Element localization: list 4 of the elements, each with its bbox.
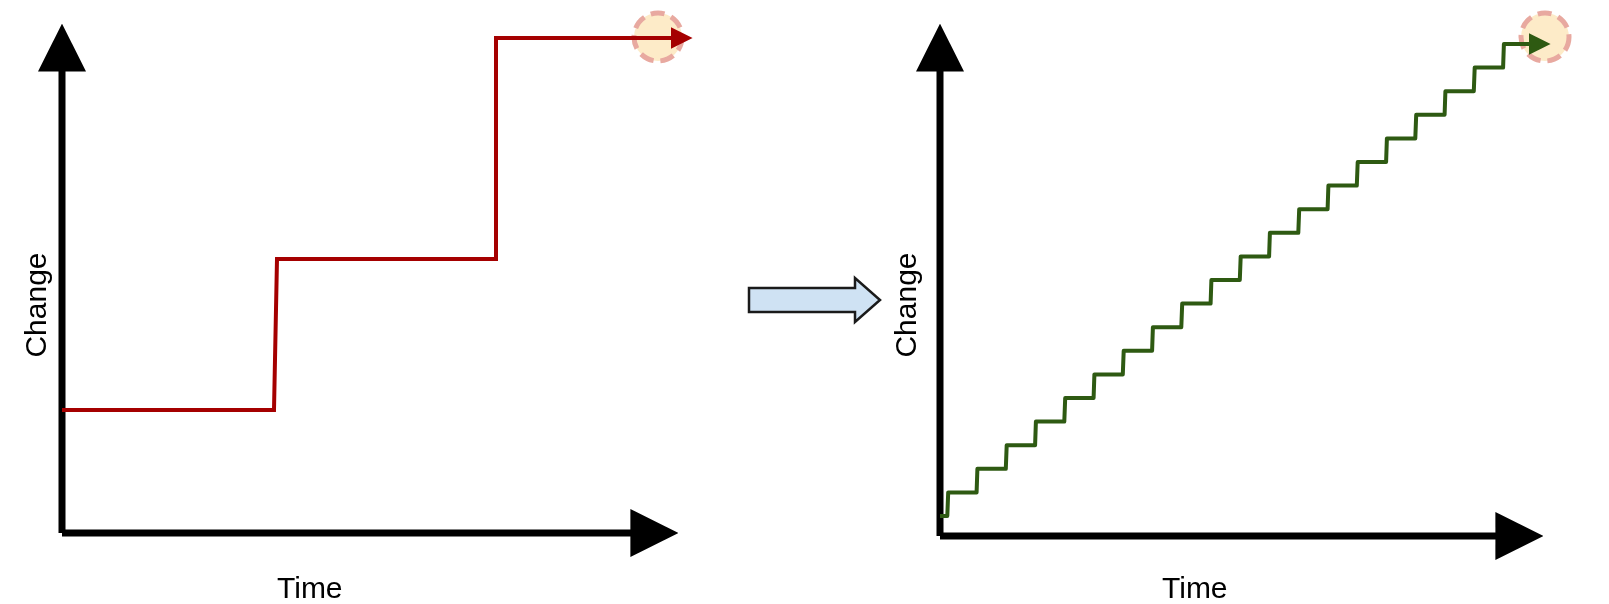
- axis-title: Change: [890, 252, 921, 358]
- axis-title: Change: [20, 252, 51, 358]
- axis-title: Time: [277, 573, 343, 603]
- axis-title: Time: [1162, 573, 1228, 603]
